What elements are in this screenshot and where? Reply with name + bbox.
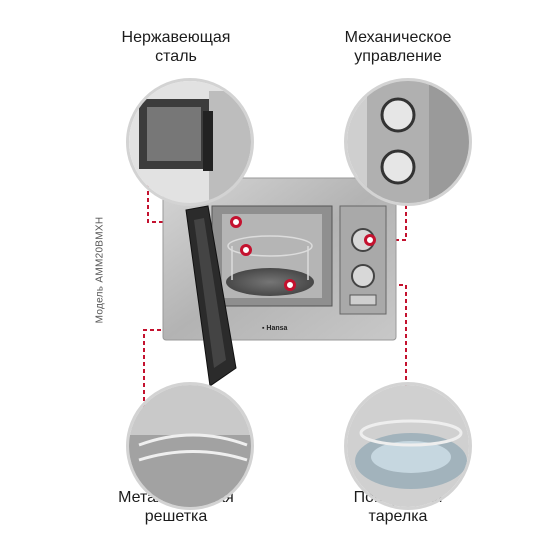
label-mechanical-line1: Механическое — [344, 29, 452, 46]
turntable-glass — [226, 268, 314, 296]
detail-mechanical-control-image — [344, 78, 472, 206]
metal-rack — [227, 235, 313, 280]
detail-turntable-image — [344, 382, 472, 510]
label-stainless-line2: сталь — [155, 48, 197, 65]
power-knob-icon — [351, 264, 375, 288]
label-rack-line2: решетка — [144, 508, 208, 525]
brand-logo-icon: ▪ Hansa — [262, 325, 288, 332]
label-turntable-line2: тарелка — [368, 508, 428, 525]
label-mechanical-control: Механическое управление — [308, 28, 488, 66]
detail-metal-rack-image — [126, 382, 254, 510]
door-window — [194, 218, 226, 368]
detail-stainless-steel-image — [126, 78, 254, 206]
hotspot-stainless-steel[interactable] — [230, 216, 242, 228]
label-stainless-line1: Нержавеющая — [121, 29, 231, 46]
hotspot-metal-rack[interactable] — [240, 244, 252, 256]
label-mechanical-line2: управление — [354, 48, 442, 65]
door-release-button — [349, 294, 377, 306]
hotspot-turntable[interactable] — [284, 279, 296, 291]
label-stainless-steel: Нержавеющая сталь — [86, 28, 266, 66]
hotspot-mechanical-control[interactable] — [364, 234, 376, 246]
